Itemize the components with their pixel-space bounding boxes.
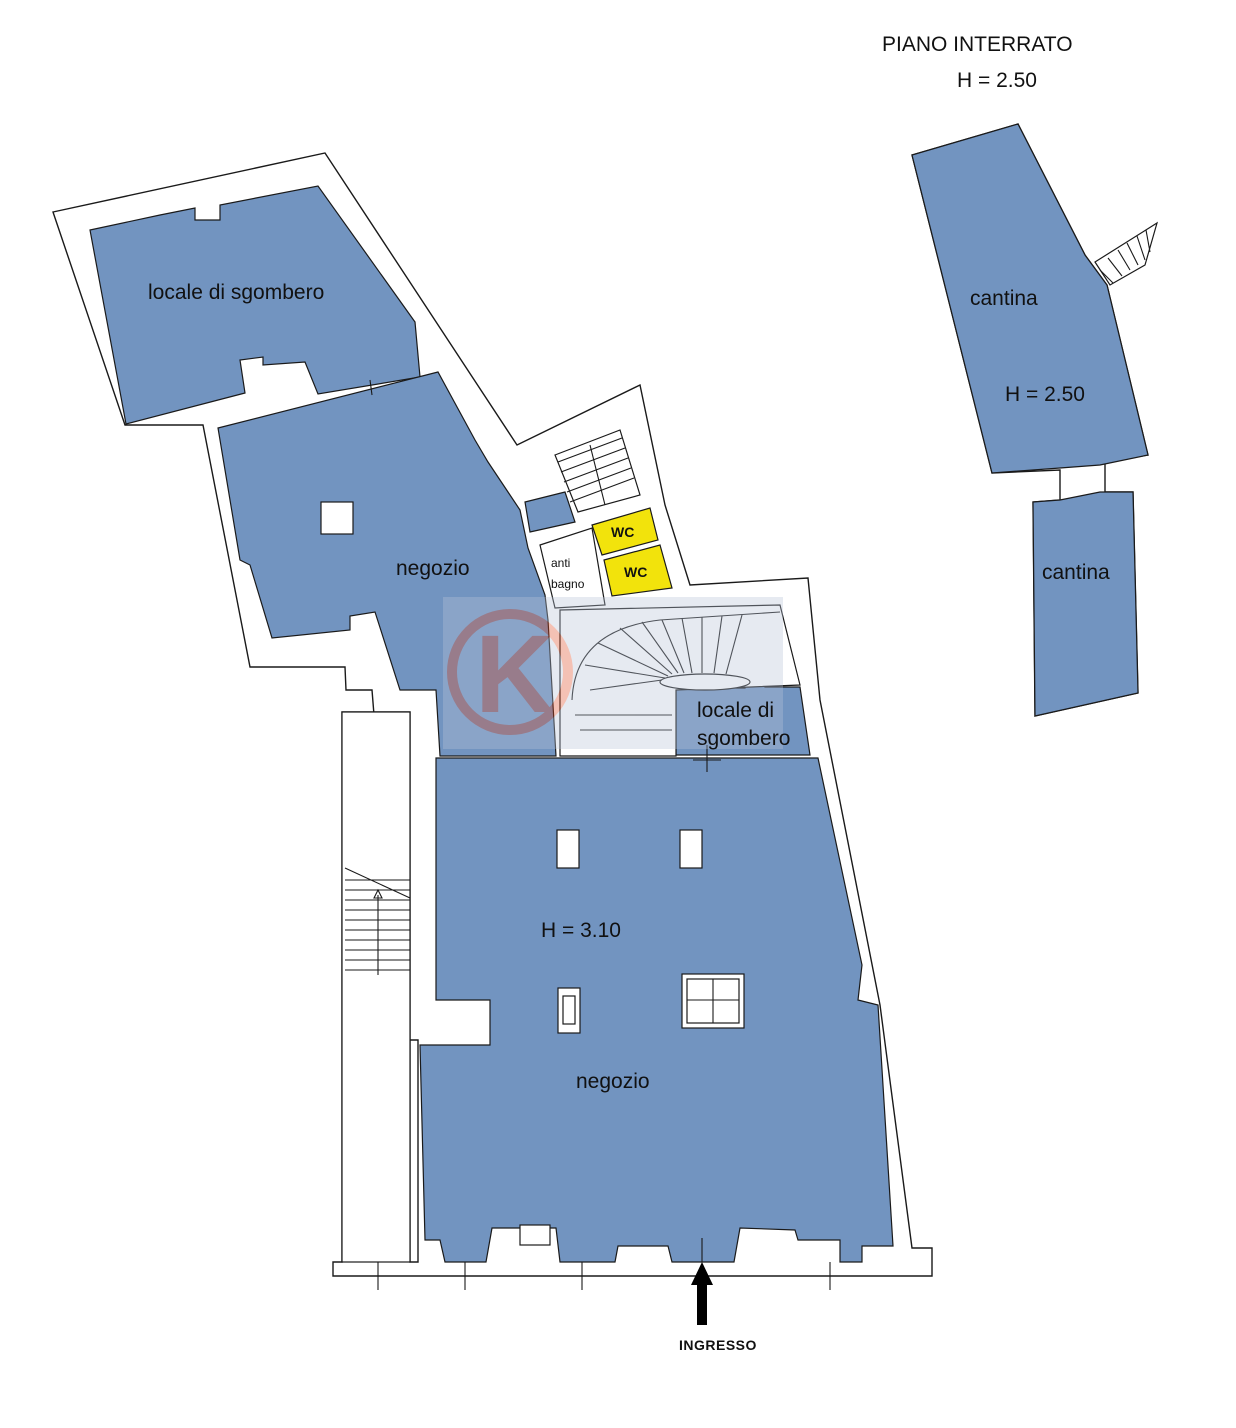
label-cantina-lower: cantina xyxy=(1042,561,1110,584)
rooms xyxy=(89,123,1149,1263)
door-marks xyxy=(369,379,831,1290)
room-antibagno xyxy=(539,527,606,609)
pillar xyxy=(562,995,576,1025)
label-locale-sgombero-mid-1: locale di xyxy=(697,699,774,722)
label-negozio-lower: negozio xyxy=(576,1070,650,1093)
label-bagno: bagno xyxy=(551,577,585,591)
label-anti: anti xyxy=(551,556,570,570)
room-cantina-lower xyxy=(1032,491,1139,717)
label-cantina-upper: cantina xyxy=(970,287,1038,310)
pillar xyxy=(679,829,703,869)
room-wc-1 xyxy=(591,507,659,556)
room-small-upper xyxy=(524,491,576,533)
cellar-stair xyxy=(1094,221,1159,286)
labels: PIANO INTERRATO H = 2.50 locale di sgomb… xyxy=(148,33,1110,1093)
room-wc-2 xyxy=(603,544,673,597)
corridor-stairs xyxy=(344,867,411,975)
label-wc-2: WC xyxy=(624,564,647,580)
room-cantina-upper xyxy=(911,123,1149,474)
corridor xyxy=(341,711,411,1263)
svg-text:K: K xyxy=(475,613,554,736)
pillar xyxy=(556,829,580,869)
label-wc-1: WC xyxy=(611,524,634,540)
entrance-arrow-icon xyxy=(691,1262,713,1325)
left-corridor xyxy=(341,711,411,1263)
spiral-staircase xyxy=(559,604,801,757)
watermark-logo: K xyxy=(443,597,783,749)
plan-title: PIANO INTERRATO xyxy=(882,33,1073,56)
room-negozio-upper xyxy=(217,371,557,757)
plan-title-height: H = 2.50 xyxy=(957,69,1037,92)
pillars xyxy=(320,501,745,1246)
label-cantina-height: H = 2.50 xyxy=(1005,383,1085,406)
label-negozio-height: H = 3.10 xyxy=(541,919,621,942)
label-locale-sgombero-mid-2: sgombero xyxy=(697,727,790,750)
entrance: INGRESSO xyxy=(679,1262,757,1353)
label-negozio-upper: negozio xyxy=(396,557,470,580)
wc-rooms xyxy=(591,507,673,597)
room-negozio-lower xyxy=(419,757,894,1263)
upper-staircase xyxy=(554,429,641,513)
niche xyxy=(519,1224,551,1246)
label-locale-sgombero-top: locale di sgombero xyxy=(148,281,324,304)
entrance-label: INGRESSO xyxy=(679,1337,757,1353)
pillar xyxy=(320,501,354,535)
